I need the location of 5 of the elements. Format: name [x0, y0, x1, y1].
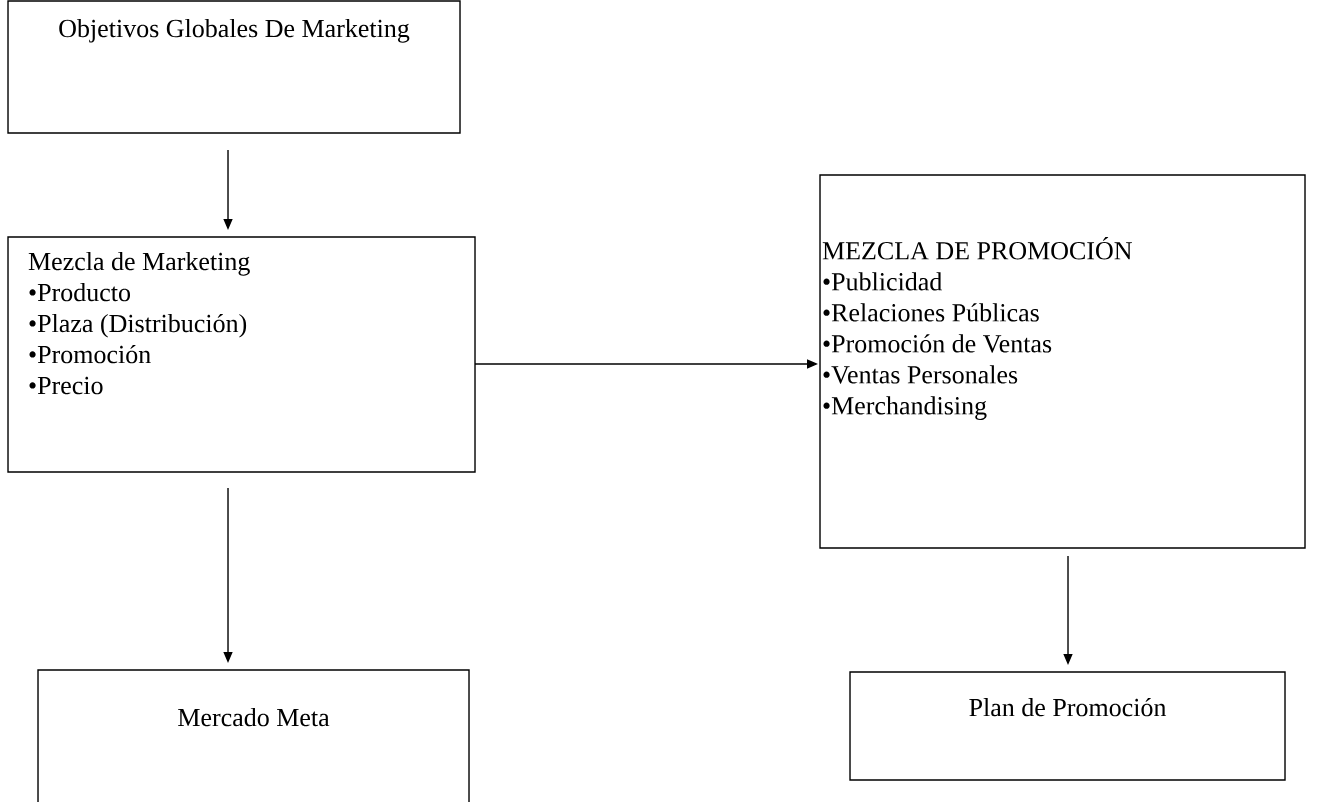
process-box: Mercado Meta	[37, 669, 470, 802]
process-box: MEZCLA DE PROMOCIÓN •Publicidad •Relaciones Públicas •Promoción de Ventas •Ventas Personales •Merchandising	[819, 174, 1306, 549]
process-box: Plan de Promoción	[849, 671, 1286, 781]
process-box: Mezcla de Marketing •Producto •Plaza (Distribución) •Promoción •Precio	[7, 236, 476, 473]
process-box: Objetivos Globales De Marketing	[7, 0, 461, 134]
